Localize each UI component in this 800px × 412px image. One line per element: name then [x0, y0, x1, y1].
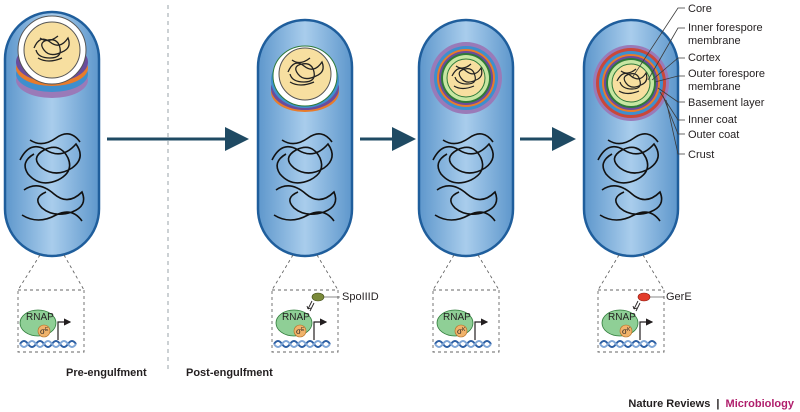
transcription-arrow	[474, 318, 489, 340]
sigma-factor	[619, 324, 633, 338]
sigma-factor	[293, 324, 307, 338]
label-core: Core	[688, 3, 712, 15]
sigma-factor	[37, 324, 51, 338]
transcription-arrow	[57, 318, 72, 340]
label-basement-layer: Basement layer	[688, 97, 765, 109]
inset-sigma-k: RNAP σK	[432, 289, 500, 353]
mother-cell-chromosome	[597, 133, 663, 222]
label-inner-coat: Inner coat	[688, 114, 737, 126]
forespore-chromosome	[451, 63, 483, 90]
cell-post-engulfment-1	[256, 18, 354, 258]
cell-post-engulfment-2	[417, 18, 515, 258]
label-inner-forespore-membrane-1: Inner forespore	[688, 22, 763, 34]
sigma-label: σK	[622, 327, 631, 336]
credit-line: Nature Reviews | Microbiology	[628, 398, 794, 410]
transcription-arrow	[313, 318, 328, 340]
rnap-label: RNAP	[26, 312, 54, 323]
dna-helix	[434, 340, 492, 348]
label-crust: Crust	[688, 149, 714, 161]
forespore-4	[593, 45, 669, 121]
cell-post-engulfment-3	[582, 18, 680, 258]
forespore-chromosome	[616, 68, 648, 95]
gere-label: GerE	[666, 291, 692, 303]
mother-cell-chromosome	[271, 133, 337, 222]
binding-arrows	[632, 300, 641, 312]
spoiiid-label: SpoIIID	[342, 291, 379, 303]
credit-section: Microbiology	[726, 398, 795, 410]
layer-leader-lines	[631, 7, 685, 155]
forespore-3	[430, 42, 502, 114]
label-inner-forespore-membrane-2: membrane	[688, 35, 741, 47]
gere-protein	[637, 292, 651, 302]
stage-label-post: Post-engulfment	[186, 367, 273, 379]
sigma-label: σE	[296, 327, 305, 336]
label-outer-forespore-membrane-2: membrane	[688, 81, 741, 93]
inset-funnels	[17, 254, 665, 291]
label-outer-coat: Outer coat	[688, 129, 739, 141]
sigma-factor	[454, 324, 468, 338]
label-outer-forespore-membrane-1: Outer forespore	[688, 68, 765, 80]
cell-pre-engulfment	[3, 10, 101, 258]
mother-cell-chromosome	[19, 133, 85, 222]
forespore-chromosome	[33, 35, 70, 62]
stage-label-pre: Pre-engulfment	[66, 367, 147, 379]
forespore-pre	[16, 15, 88, 98]
credit-separator: |	[716, 398, 719, 410]
spoiiid-protein	[311, 292, 325, 302]
mother-cell-chromosome	[432, 133, 498, 222]
sigma-label: σK	[457, 327, 466, 336]
forespore-2	[271, 45, 339, 112]
dna-helix	[19, 340, 77, 348]
dna-helix	[273, 340, 331, 348]
forespore-chromosome	[287, 57, 324, 86]
transcription-arrow	[639, 318, 654, 340]
inset-gere: GerE RNAP σK	[597, 289, 692, 353]
inset-pre-engulfment: RNAP σE	[17, 289, 85, 353]
rnap-label: RNAP	[608, 312, 636, 323]
rnap-label: RNAP	[443, 312, 471, 323]
rnap-label: RNAP	[282, 312, 310, 323]
dna-helix	[599, 340, 657, 348]
binding-arrows	[306, 300, 315, 312]
sigma-label: σE	[40, 327, 49, 336]
credit-journal: Nature Reviews	[628, 398, 710, 410]
inset-spoiiid: SpoIIID RNAP σE	[271, 289, 379, 353]
label-cortex: Cortex	[688, 52, 721, 64]
